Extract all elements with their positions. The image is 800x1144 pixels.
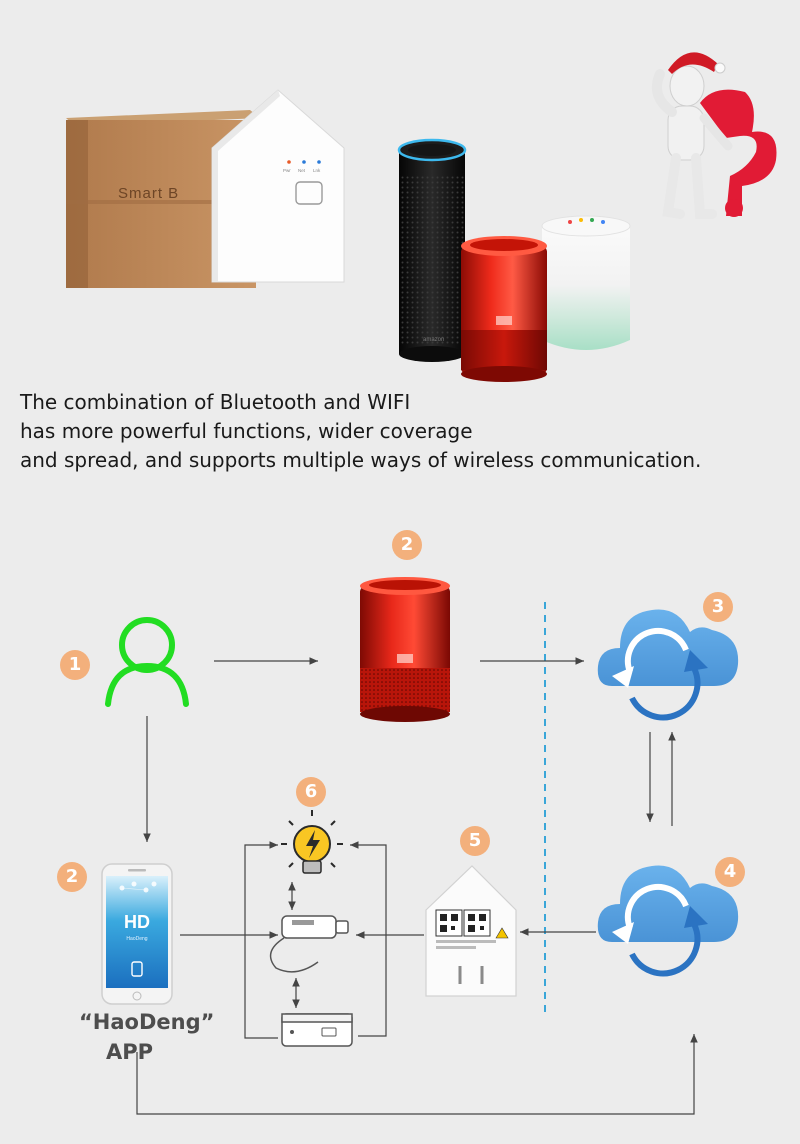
app-suffix-label: APP xyxy=(106,1040,154,1064)
led-label-pwr: Pwr xyxy=(283,168,291,173)
cloud-sync-icon-top xyxy=(597,609,739,721)
red-speaker-icon xyxy=(360,577,450,722)
confused-person-figure xyxy=(652,52,777,219)
caption-line-3: and spread, and supports multiple ways o… xyxy=(20,448,702,472)
black-smart-speaker: amazon xyxy=(397,138,467,362)
app-name-label: “HaoDeng” xyxy=(79,1010,215,1034)
red-smart-speaker xyxy=(461,236,547,382)
caption-line-2: has more powerful functions, wider cover… xyxy=(20,419,473,443)
flow-arrows xyxy=(136,657,698,1115)
cloud-sync-icon-bottom xyxy=(597,865,739,977)
flow-diagram: HD HaoDeng xyxy=(101,577,739,1115)
step-badge-user: 1 xyxy=(60,650,90,680)
step-badge-cloud-top: 3 xyxy=(703,592,733,622)
arrow-left-bracket-to-bulb xyxy=(244,841,278,1039)
led-label-lnk: Lnk xyxy=(313,168,321,173)
house-gateway-device: Pwr Net Lnk xyxy=(211,89,345,283)
light-bulb-icon xyxy=(281,810,343,874)
product-illustrations: Smart B Pwr Net Lnk amazon xyxy=(66,52,777,382)
step-badge-speaker: 2 xyxy=(392,530,422,560)
box-text: Smart B xyxy=(118,185,179,202)
step-badge-gateway: 5 xyxy=(460,826,490,856)
led-label-net: Net xyxy=(298,168,306,173)
gateway-device-icon xyxy=(425,865,517,997)
led-controller-icon xyxy=(269,915,349,973)
speaker-brand: amazon xyxy=(423,337,444,343)
caption-line-1: The combination of Bluetooth and WIFI xyxy=(20,390,411,414)
step-badge-cloud-bottom: 4 xyxy=(715,857,745,887)
arrow-right-bracket-to-bulb xyxy=(350,841,387,1037)
phone-logo: HD xyxy=(124,912,150,932)
phone-app-icon: HD HaoDeng xyxy=(101,863,173,1005)
arrow-app-to-cloud xyxy=(136,1034,698,1115)
feature-caption: The combination of Bluetooth and WIFI ha… xyxy=(20,388,780,475)
step-badge-bulb: 6 xyxy=(296,777,326,807)
smart-switch-module-icon xyxy=(281,1013,353,1047)
phone-logo-subtitle: HaoDeng xyxy=(126,936,147,942)
white-smart-speaker xyxy=(541,215,631,350)
user-icon xyxy=(105,617,189,707)
step-badge-phone: 2 xyxy=(57,862,87,892)
